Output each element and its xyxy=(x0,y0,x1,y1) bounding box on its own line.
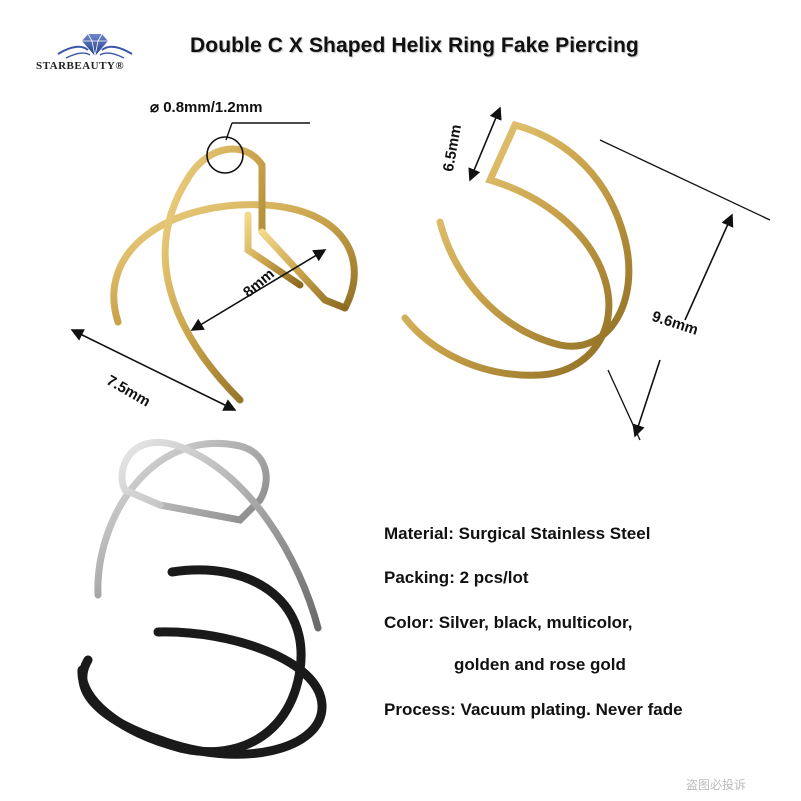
page-title: Double C X Shaped Helix Ring Fake Pierci… xyxy=(190,34,639,57)
diameter-label: ⌀ 0.8mm/1.2mm xyxy=(150,99,263,116)
spec-process: Process: Vacuum plating. Never fade xyxy=(384,700,683,719)
watermark: 盗图必投诉 xyxy=(686,778,747,792)
spec-packing: Packing: 2 pcs/lot xyxy=(384,568,529,587)
silver-ring xyxy=(94,439,322,632)
gold-ring-front xyxy=(110,145,358,404)
gold-ring-side xyxy=(401,120,633,379)
spec-material: Material: Surgical Stainless Steel xyxy=(384,524,651,543)
brand-logo xyxy=(28,28,158,78)
diameter-value: 0.8mm/1.2mm xyxy=(163,99,263,116)
black-ring xyxy=(77,565,327,759)
diamond-icon xyxy=(57,33,133,59)
spec-color: Color: Silver, black, multicolor, xyxy=(384,613,633,632)
spec-color-continued: golden and rose gold xyxy=(454,655,626,674)
brand-name: STARBEAUTY® xyxy=(36,60,125,72)
